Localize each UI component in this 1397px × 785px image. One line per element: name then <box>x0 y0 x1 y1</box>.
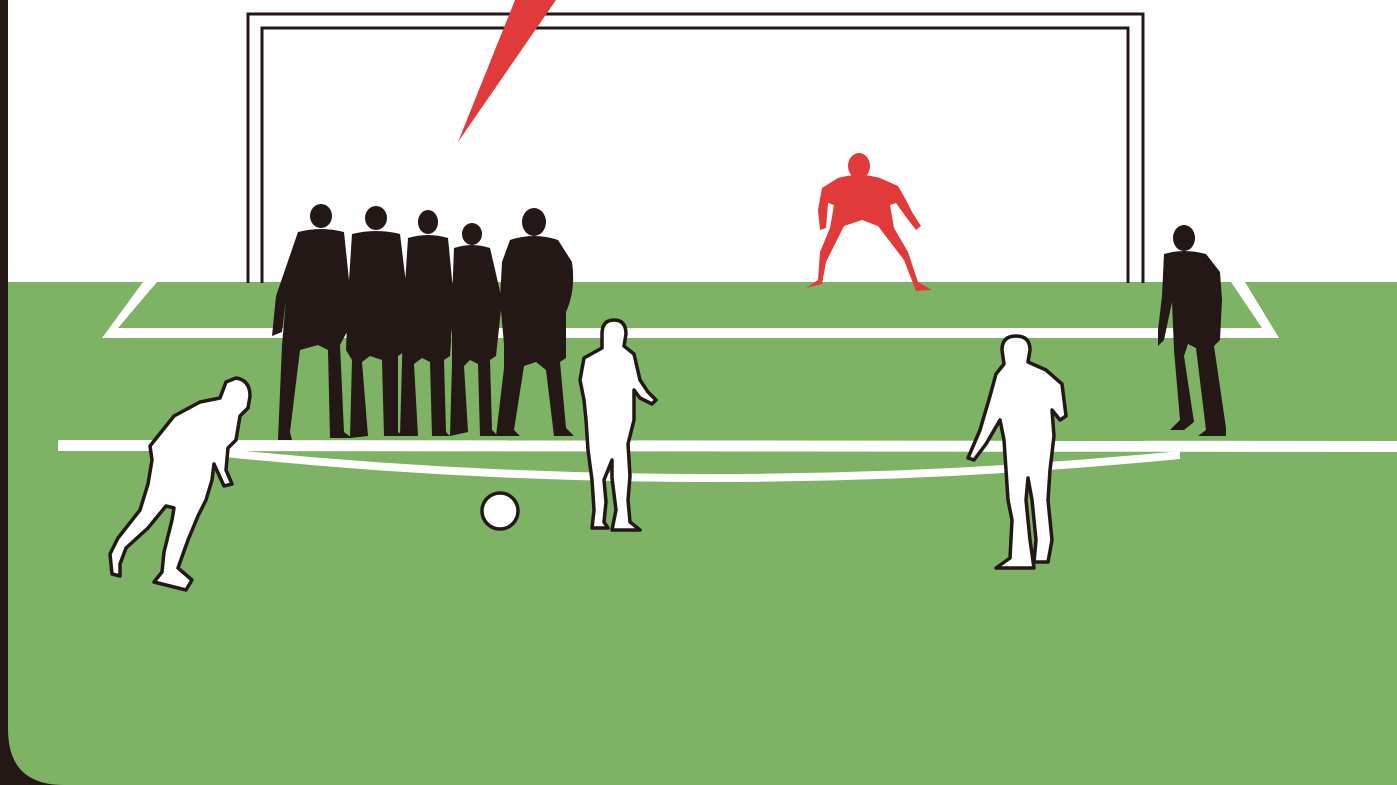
ball <box>482 493 518 529</box>
penalty-area-line <box>58 440 1397 452</box>
pitch <box>8 282 1397 785</box>
